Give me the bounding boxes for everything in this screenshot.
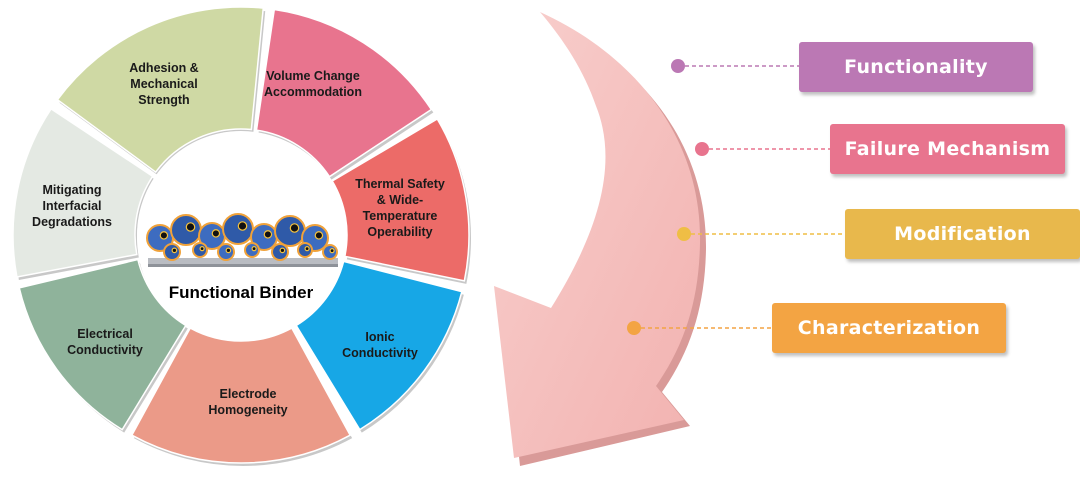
segment-label-thermal-safety: & Wide- bbox=[377, 193, 423, 207]
particle-core bbox=[159, 231, 169, 240]
particle-core bbox=[263, 230, 273, 239]
segment-label-mitigating-degradations: Degradations bbox=[32, 215, 112, 229]
segment-label-adhesion-strength: Mechanical bbox=[130, 77, 197, 91]
segment-label-ionic-conductivity: Ionic bbox=[365, 330, 394, 344]
segment-label-adhesion-strength: Strength bbox=[138, 93, 189, 107]
connector-dot bbox=[677, 227, 691, 241]
legend-characterization-label: Characterization bbox=[797, 317, 981, 339]
particle-core bbox=[304, 246, 310, 252]
legend-functionality: Functionality bbox=[799, 42, 1033, 92]
segment-label-electrode-homogeneity: Homogeneity bbox=[208, 403, 287, 417]
segment-mitigating-degradations bbox=[12, 107, 154, 278]
legend-functionality-label: Functionality bbox=[844, 56, 988, 78]
segment-label-volume-change: Accommodation bbox=[264, 85, 362, 99]
center-label: Functional Binder bbox=[169, 283, 314, 302]
particle-core bbox=[171, 247, 178, 254]
particle-core bbox=[314, 231, 324, 240]
segment-label-electrical-conductivity: Electrical bbox=[77, 327, 133, 341]
particle bbox=[271, 243, 289, 261]
segment-thermal-safety bbox=[331, 117, 470, 282]
segment-label-thermal-safety: Temperature bbox=[363, 209, 438, 223]
connector-dot bbox=[695, 142, 709, 156]
particle-core bbox=[329, 248, 335, 254]
particle-core bbox=[199, 246, 205, 252]
legend-modification-label: Modification bbox=[894, 223, 1031, 245]
segment-ionic-conductivity bbox=[295, 260, 463, 431]
particle-core bbox=[211, 229, 221, 238]
particle-core bbox=[237, 221, 248, 231]
curved-arrow-body bbox=[494, 12, 701, 458]
active-particles bbox=[146, 213, 338, 261]
segment-label-electrode-homogeneity: Electrode bbox=[220, 387, 277, 401]
connector-dot bbox=[627, 321, 641, 335]
particle bbox=[274, 215, 306, 247]
legend-modification: Modification bbox=[845, 209, 1080, 259]
segment-label-mitigating-degradations: Interfacial bbox=[42, 199, 101, 213]
segment-electrical-conductivity bbox=[18, 258, 187, 431]
segment-label-adhesion-strength: Adhesion & bbox=[129, 61, 198, 75]
curved-arrow bbox=[494, 12, 707, 466]
binder-illustration-icon bbox=[146, 213, 338, 267]
segment-label-ionic-conductivity: Conductivity bbox=[342, 346, 418, 360]
segment-label-mitigating-degradations: Mitigating bbox=[42, 183, 101, 197]
particle bbox=[163, 243, 181, 261]
segment-label-electrical-conductivity: Conductivity bbox=[67, 343, 143, 357]
legend-failure-mechanism-label: Failure Mechanism bbox=[844, 138, 1051, 160]
segment-label-volume-change: Volume Change bbox=[266, 69, 360, 83]
particle-core bbox=[251, 246, 257, 252]
particle bbox=[170, 214, 202, 246]
particle-core bbox=[225, 247, 232, 254]
segment-label-thermal-safety: Thermal Safety bbox=[355, 177, 445, 191]
particle-core bbox=[289, 223, 300, 233]
segment-label-thermal-safety: Operability bbox=[367, 225, 432, 239]
particle-core bbox=[279, 247, 286, 254]
segment-volume-change bbox=[255, 8, 433, 178]
segment-adhesion-strength bbox=[56, 6, 265, 174]
particle bbox=[222, 213, 254, 245]
connector-dot bbox=[671, 59, 685, 73]
segment-electrode-homogeneity bbox=[130, 327, 352, 464]
legend-failure-mechanism: Failure Mechanism bbox=[830, 124, 1065, 174]
particle bbox=[217, 243, 235, 261]
particle-core bbox=[185, 222, 196, 232]
legend-connectors bbox=[627, 59, 845, 335]
legend-characterization: Characterization bbox=[772, 303, 1006, 353]
